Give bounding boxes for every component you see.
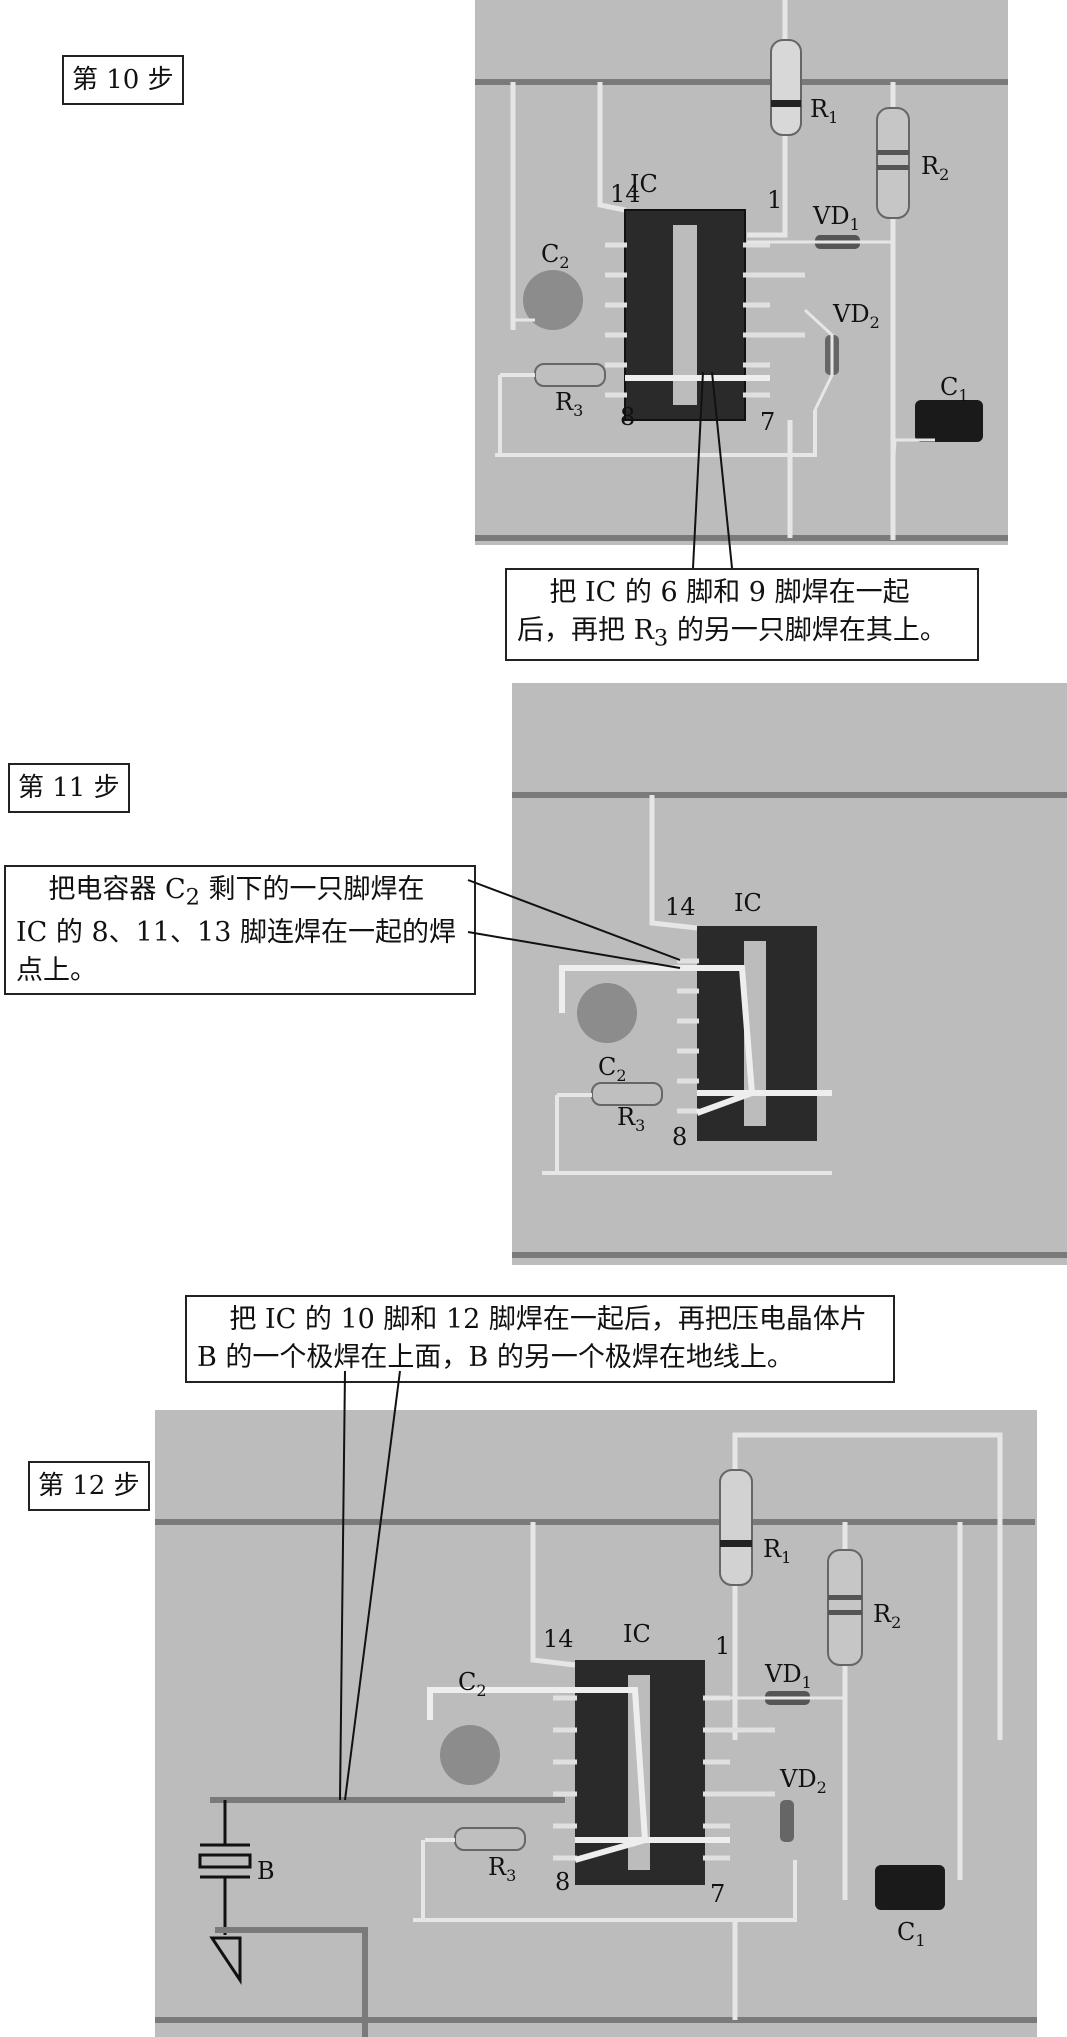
step-12-note-line2: B 的一个极焊在上面，B 的另一个极焊在地线上。 <box>197 1341 794 1373</box>
step-11-note-line3: 点上。 <box>16 954 97 986</box>
r3-label: R3 <box>488 1853 517 1885</box>
c2-label: C2 <box>458 1668 487 1700</box>
ic-label: IC <box>734 889 762 917</box>
vd1-label: VD1 <box>813 202 860 234</box>
step-12-note: 把 IC 的 10 脚和 12 脚焊在一起后，再把压电晶体片 B 的一个极焊在上… <box>185 1295 895 1383</box>
pin-7-label: 7 <box>760 408 776 436</box>
step-11-note-line2: IC 的 8、11、13 脚连焊在一起的焊 <box>16 916 456 948</box>
r3-label: R3 <box>555 388 584 420</box>
step-12-circuit <box>155 1432 1037 2037</box>
r1-label: R1 <box>810 95 839 127</box>
r1-label: R1 <box>763 1535 792 1567</box>
step-11-note-line1: 把电容器 C2 剩下的一只脚焊在 <box>48 874 425 911</box>
pin-8-label: 8 <box>672 1123 688 1151</box>
vd2-label: VD2 <box>780 1765 827 1797</box>
pin-14-label: 14 <box>665 893 696 921</box>
step-10-note: 把 IC 的 6 脚和 9 脚焊在一起 后，再把 R3 的另一只脚焊在其上。 <box>505 568 979 661</box>
vd2-label: VD2 <box>833 300 880 332</box>
step-12-note-line1: 把 IC 的 10 脚和 12 脚焊在一起后，再把压电晶体片 <box>229 1304 867 1335</box>
pin-1-label: 1 <box>767 186 783 214</box>
pin-14-label: 14 <box>610 180 641 208</box>
ic-label: IC <box>630 170 658 198</box>
step-11-label: 第 11 步 <box>8 763 130 813</box>
c1-label: C1 <box>897 1918 926 1950</box>
step-12-photo: B IC 14 1 8 7 R1 R2 VD1 VD2 C2 R3 C1 <box>155 1410 1037 2037</box>
step-10-note-line2: 后，再把 R3 的另一只脚焊在其上。 <box>517 614 947 652</box>
vd1-label: VD1 <box>765 1660 812 1692</box>
step-10-circuit <box>475 0 1008 541</box>
ic-label: IC <box>623 1620 651 1648</box>
pin-14-label: 14 <box>543 1625 574 1653</box>
pin-1-label: 1 <box>715 1632 731 1660</box>
step-12-label: 第 12 步 <box>28 1461 150 1511</box>
step-10-note-line1: 把 IC 的 6 脚和 9 脚焊在一起 <box>549 577 910 608</box>
r2-label: R2 <box>873 1600 902 1632</box>
c2-label: C2 <box>541 240 570 272</box>
step-11-note: 把电容器 C2 剩下的一只脚焊在 IC 的 8、11、13 脚连焊在一起的焊 点… <box>4 865 476 996</box>
r2-label: R2 <box>921 152 950 184</box>
r3-label: R3 <box>617 1103 646 1135</box>
c1-label: C1 <box>940 373 969 405</box>
pin-8-label: 8 <box>620 403 636 431</box>
step-10-photo: IC 14 1 8 7 R1 R2 VD1 VD2 C2 R3 C1 <box>475 0 1008 545</box>
c2-label: C2 <box>598 1053 627 1085</box>
pin-8-label: 8 <box>555 1868 571 1896</box>
step-11-ic-area: IC 14 8 C2 R3 <box>512 683 832 1265</box>
step-10-label: 第 10 步 <box>62 55 184 105</box>
step-11-ic-circuit <box>512 792 832 1258</box>
piezo-b-label: B <box>257 1857 275 1885</box>
pin-7-label: 7 <box>710 1880 726 1908</box>
